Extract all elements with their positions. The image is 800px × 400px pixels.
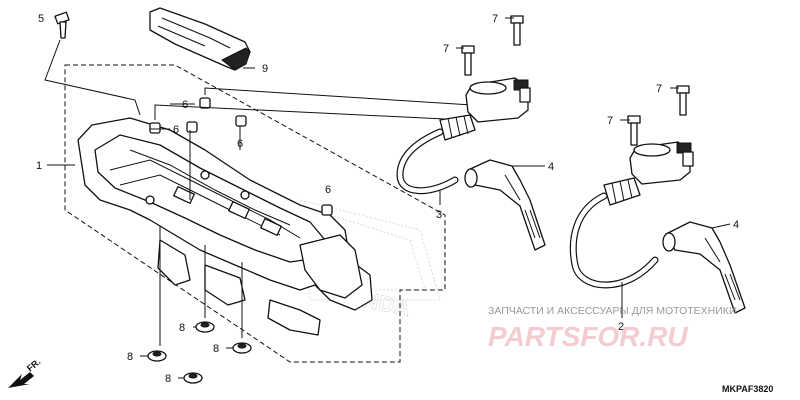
part-label-7a: 7 (492, 13, 498, 25)
part-label-9: 9 (262, 63, 268, 75)
bolt-5 (54, 11, 70, 39)
bolt-7b (510, 15, 524, 46)
washer-8d (183, 372, 203, 384)
part-label-6c: 6 (237, 138, 243, 150)
washer-8c (232, 342, 252, 354)
part-label-2: 2 (618, 321, 624, 333)
diagram-code: MKPAF3820 (722, 384, 773, 394)
part-label-1: 1 (36, 160, 42, 172)
washer-8b (147, 350, 167, 362)
part-label-5: 5 (38, 13, 44, 25)
part-label-7c: 7 (607, 115, 613, 127)
part-label-3: 3 (436, 209, 442, 221)
plug-cap-upper (464, 159, 546, 251)
ignition-coil-upper (439, 77, 531, 141)
ignition-bracket (77, 117, 373, 336)
assembly-outline (64, 64, 446, 363)
ignition-module (149, 7, 251, 71)
grommet-6b (149, 122, 161, 134)
high-tension-lead-lower (569, 192, 659, 289)
front-direction-label: FR. (25, 357, 43, 374)
watermark-text: ЗАПЧАСТИ И АКСЕССУАРЫ ДЛЯ МОТОТЕХНИКИ (488, 305, 736, 317)
part-label-6a: 6 (182, 99, 188, 111)
part-label-8a: 8 (179, 322, 185, 334)
washer-8a (195, 321, 215, 333)
ignition-coil-lower (603, 141, 694, 206)
watermark-logo: PARTSFOR.RU (488, 321, 688, 352)
grommet-6e (321, 204, 333, 216)
bolt-7a (461, 45, 475, 76)
part-labels: 1 2 3 4 4 5 6 6 6 6 7 7 7 7 8 8 8 8 9 (36, 13, 739, 385)
part-label-7d: 7 (656, 83, 662, 95)
part-label-7b: 7 (443, 43, 449, 55)
part-label-6d: 6 (325, 184, 331, 196)
part-label-6b: 6 (173, 124, 179, 136)
plug-cap-lower (662, 221, 746, 314)
high-tension-lead-upper (396, 128, 459, 195)
part-label-4b: 4 (733, 219, 739, 231)
front-direction-arrow: FR. (8, 357, 42, 388)
part-label-8c: 8 (213, 343, 219, 355)
grommet-6c (186, 121, 198, 133)
part-label-8b: 8 (127, 351, 133, 363)
part-label-8d: 8 (165, 373, 171, 385)
grommet-6d (235, 115, 247, 127)
part-label-4a: 4 (548, 161, 554, 173)
bolt-7d (676, 85, 690, 116)
grommet-6a (199, 97, 211, 109)
